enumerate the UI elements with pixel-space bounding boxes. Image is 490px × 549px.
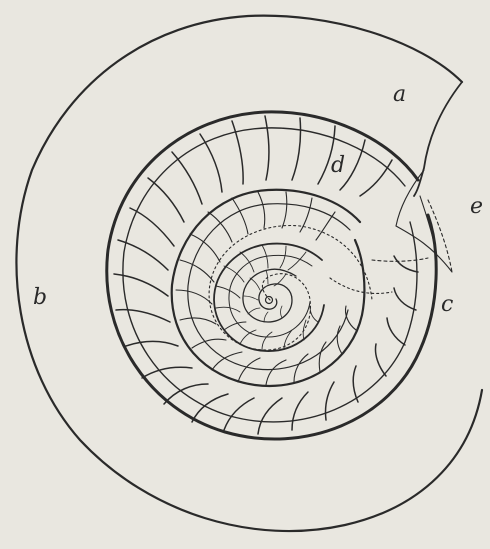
label-e: e xyxy=(470,194,483,219)
label-d: d xyxy=(331,153,345,178)
label-a: a xyxy=(393,82,406,107)
label-c: c xyxy=(441,292,453,317)
label-b: b xyxy=(33,285,47,310)
